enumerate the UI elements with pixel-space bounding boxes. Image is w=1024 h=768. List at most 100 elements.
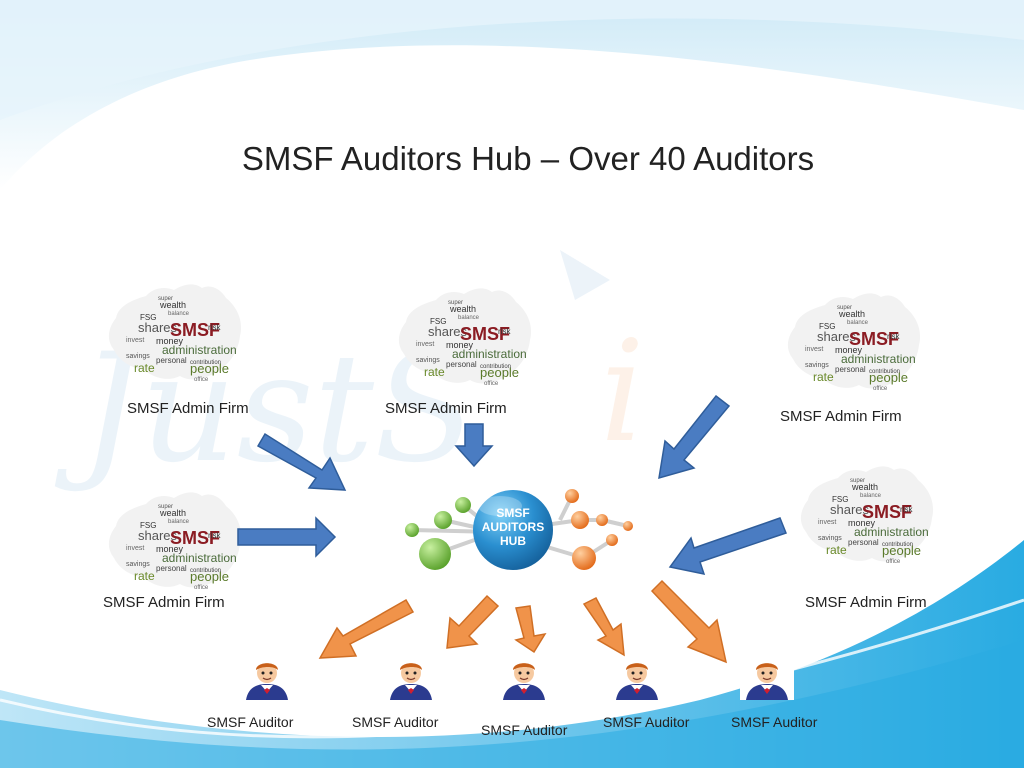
svg-text:super: super [158,296,173,302]
svg-text:shares: shares [428,324,468,339]
green-node [455,497,471,513]
svg-text:personal: personal [848,538,879,547]
svg-text:money: money [156,544,184,554]
svg-text:administration: administration [162,343,237,357]
auditor-avatar-3 [497,658,551,705]
svg-text:people: people [190,569,229,584]
green-node [405,523,419,537]
inbound-arrow-5 [668,517,787,575]
svg-text:risk: risk [498,327,511,336]
word-cloud-firm-4: super wealth balance FSG shares SMSF ris… [98,486,248,601]
green-node [434,511,452,529]
svg-text:office: office [484,381,499,387]
outbound-arrow-5 [650,579,728,664]
svg-text:SMSF: SMSF [862,502,912,522]
svg-text:administration: administration [841,352,916,366]
auditor-avatar-1 [240,658,294,705]
svg-text:administration: administration [162,551,237,565]
svg-text:rate: rate [134,361,155,375]
green-node [419,538,451,570]
svg-text:office: office [194,585,209,591]
svg-text:personal: personal [156,356,187,365]
word-cloud-firm-3: super wealth balance FSG shares SMSF ris… [777,287,927,402]
svg-text:money: money [446,340,474,350]
svg-text:wealth: wealth [159,508,186,518]
outbound-arrow-4 [582,597,625,657]
svg-text:super: super [448,300,463,306]
svg-text:balance: balance [458,315,480,321]
svg-text:invest: invest [416,341,434,348]
svg-text:FSG: FSG [832,495,848,504]
svg-text:savings: savings [126,353,150,360]
auditor-label: SMSF Auditor [603,714,690,730]
svg-text:personal: personal [156,564,187,573]
svg-text:risk: risk [887,332,900,341]
svg-text:personal: personal [446,360,477,369]
svg-text:FSG: FSG [430,317,446,326]
hub-label-line-1: SMSF [496,506,530,520]
admin-firm-label: SMSF Admin Firm [103,594,225,611]
svg-text:shares: shares [830,502,870,517]
admin-firm-label: SMSF Admin Firm [805,594,927,611]
svg-text:office: office [873,386,888,392]
auditor-label: SMSF Auditor [352,714,439,730]
word-cloud-firm-2: super wealth balance FSG shares SMSF ris… [388,282,538,397]
svg-text:contribution: contribution [882,542,913,548]
slide-title: SMSF Auditors Hub – Over 40 Auditors [241,140,815,177]
svg-text:invest: invest [805,346,823,353]
auditor-avatar-5 [740,658,794,705]
orange-node [623,521,633,531]
svg-text:wealth: wealth [159,300,186,310]
svg-text:administration: administration [452,347,527,361]
svg-text:contribution: contribution [480,364,511,370]
svg-text:invest: invest [818,519,836,526]
svg-text:office: office [194,377,209,383]
svg-text:balance: balance [860,493,882,499]
svg-text:people: people [480,365,519,380]
auditor-avatar-2 [384,658,438,705]
inbound-arrow-3 [658,394,731,480]
svg-text:savings: savings [818,535,842,542]
admin-firm-label: SMSF Admin Firm [780,408,902,425]
svg-text:contribution: contribution [869,369,900,375]
auditor-avatar-4 [610,658,664,705]
svg-text:contribution: contribution [190,568,221,574]
svg-text:contribution: contribution [190,360,221,366]
svg-text:people: people [869,370,908,385]
inbound-arrow-2 [454,423,494,468]
svg-text:people: people [190,361,229,376]
svg-text:shares: shares [138,528,178,543]
outbound-arrow-3 [514,605,547,654]
svg-text:risk: risk [208,323,221,332]
svg-text:super: super [837,305,852,311]
auditor-label: SMSF Auditor [731,714,818,730]
svg-text:personal: personal [835,365,866,374]
svg-text:wealth: wealth [851,482,878,492]
svg-text:SMSF: SMSF [170,320,220,340]
svg-text:rate: rate [134,569,155,583]
svg-text:wealth: wealth [838,309,865,319]
hub-label-line-3: HUB [500,534,526,548]
word-cloud-firm-1: super wealth balance FSG shares SMSF ris… [98,278,248,393]
svg-text:wealth: wealth [449,304,476,314]
svg-text:FSG: FSG [140,521,156,530]
svg-text:i: i [600,311,645,474]
svg-text:money: money [848,518,876,528]
svg-text:invest: invest [126,545,144,552]
svg-text:balance: balance [168,311,190,317]
word-cloud-firm-5: super wealth balance FSG shares SMSF ris… [790,460,940,575]
admin-firm-label: SMSF Admin Firm [127,400,249,417]
svg-text:SMSF: SMSF [849,329,899,349]
svg-text:shares: shares [138,320,178,335]
svg-text:FSG: FSG [819,322,835,331]
orange-node [572,546,596,570]
svg-text:administration: administration [854,525,929,539]
svg-text:money: money [835,345,863,355]
hub-label: SMSF AUDITORS HUB [473,506,553,548]
svg-text:risk: risk [208,531,221,540]
outbound-arrow-2 [446,594,500,649]
svg-text:people: people [882,543,921,558]
svg-text:rate: rate [826,543,847,557]
